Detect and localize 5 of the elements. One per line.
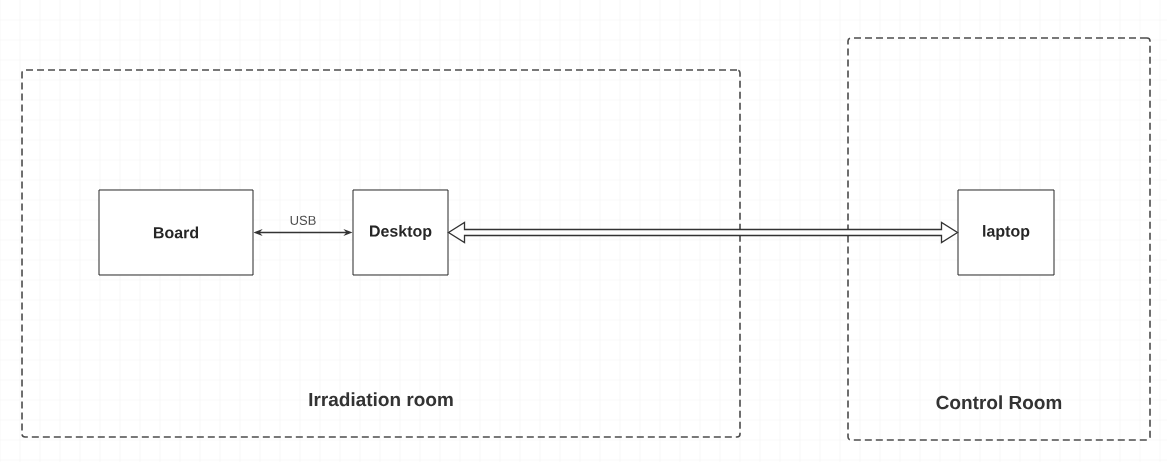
edge-label: USB bbox=[290, 215, 316, 225]
device-box: Desktop bbox=[352, 189, 449, 276]
double-arrow bbox=[447, 221, 959, 244]
device-box: Board bbox=[98, 189, 254, 276]
device-box: laptop bbox=[957, 189, 1055, 276]
